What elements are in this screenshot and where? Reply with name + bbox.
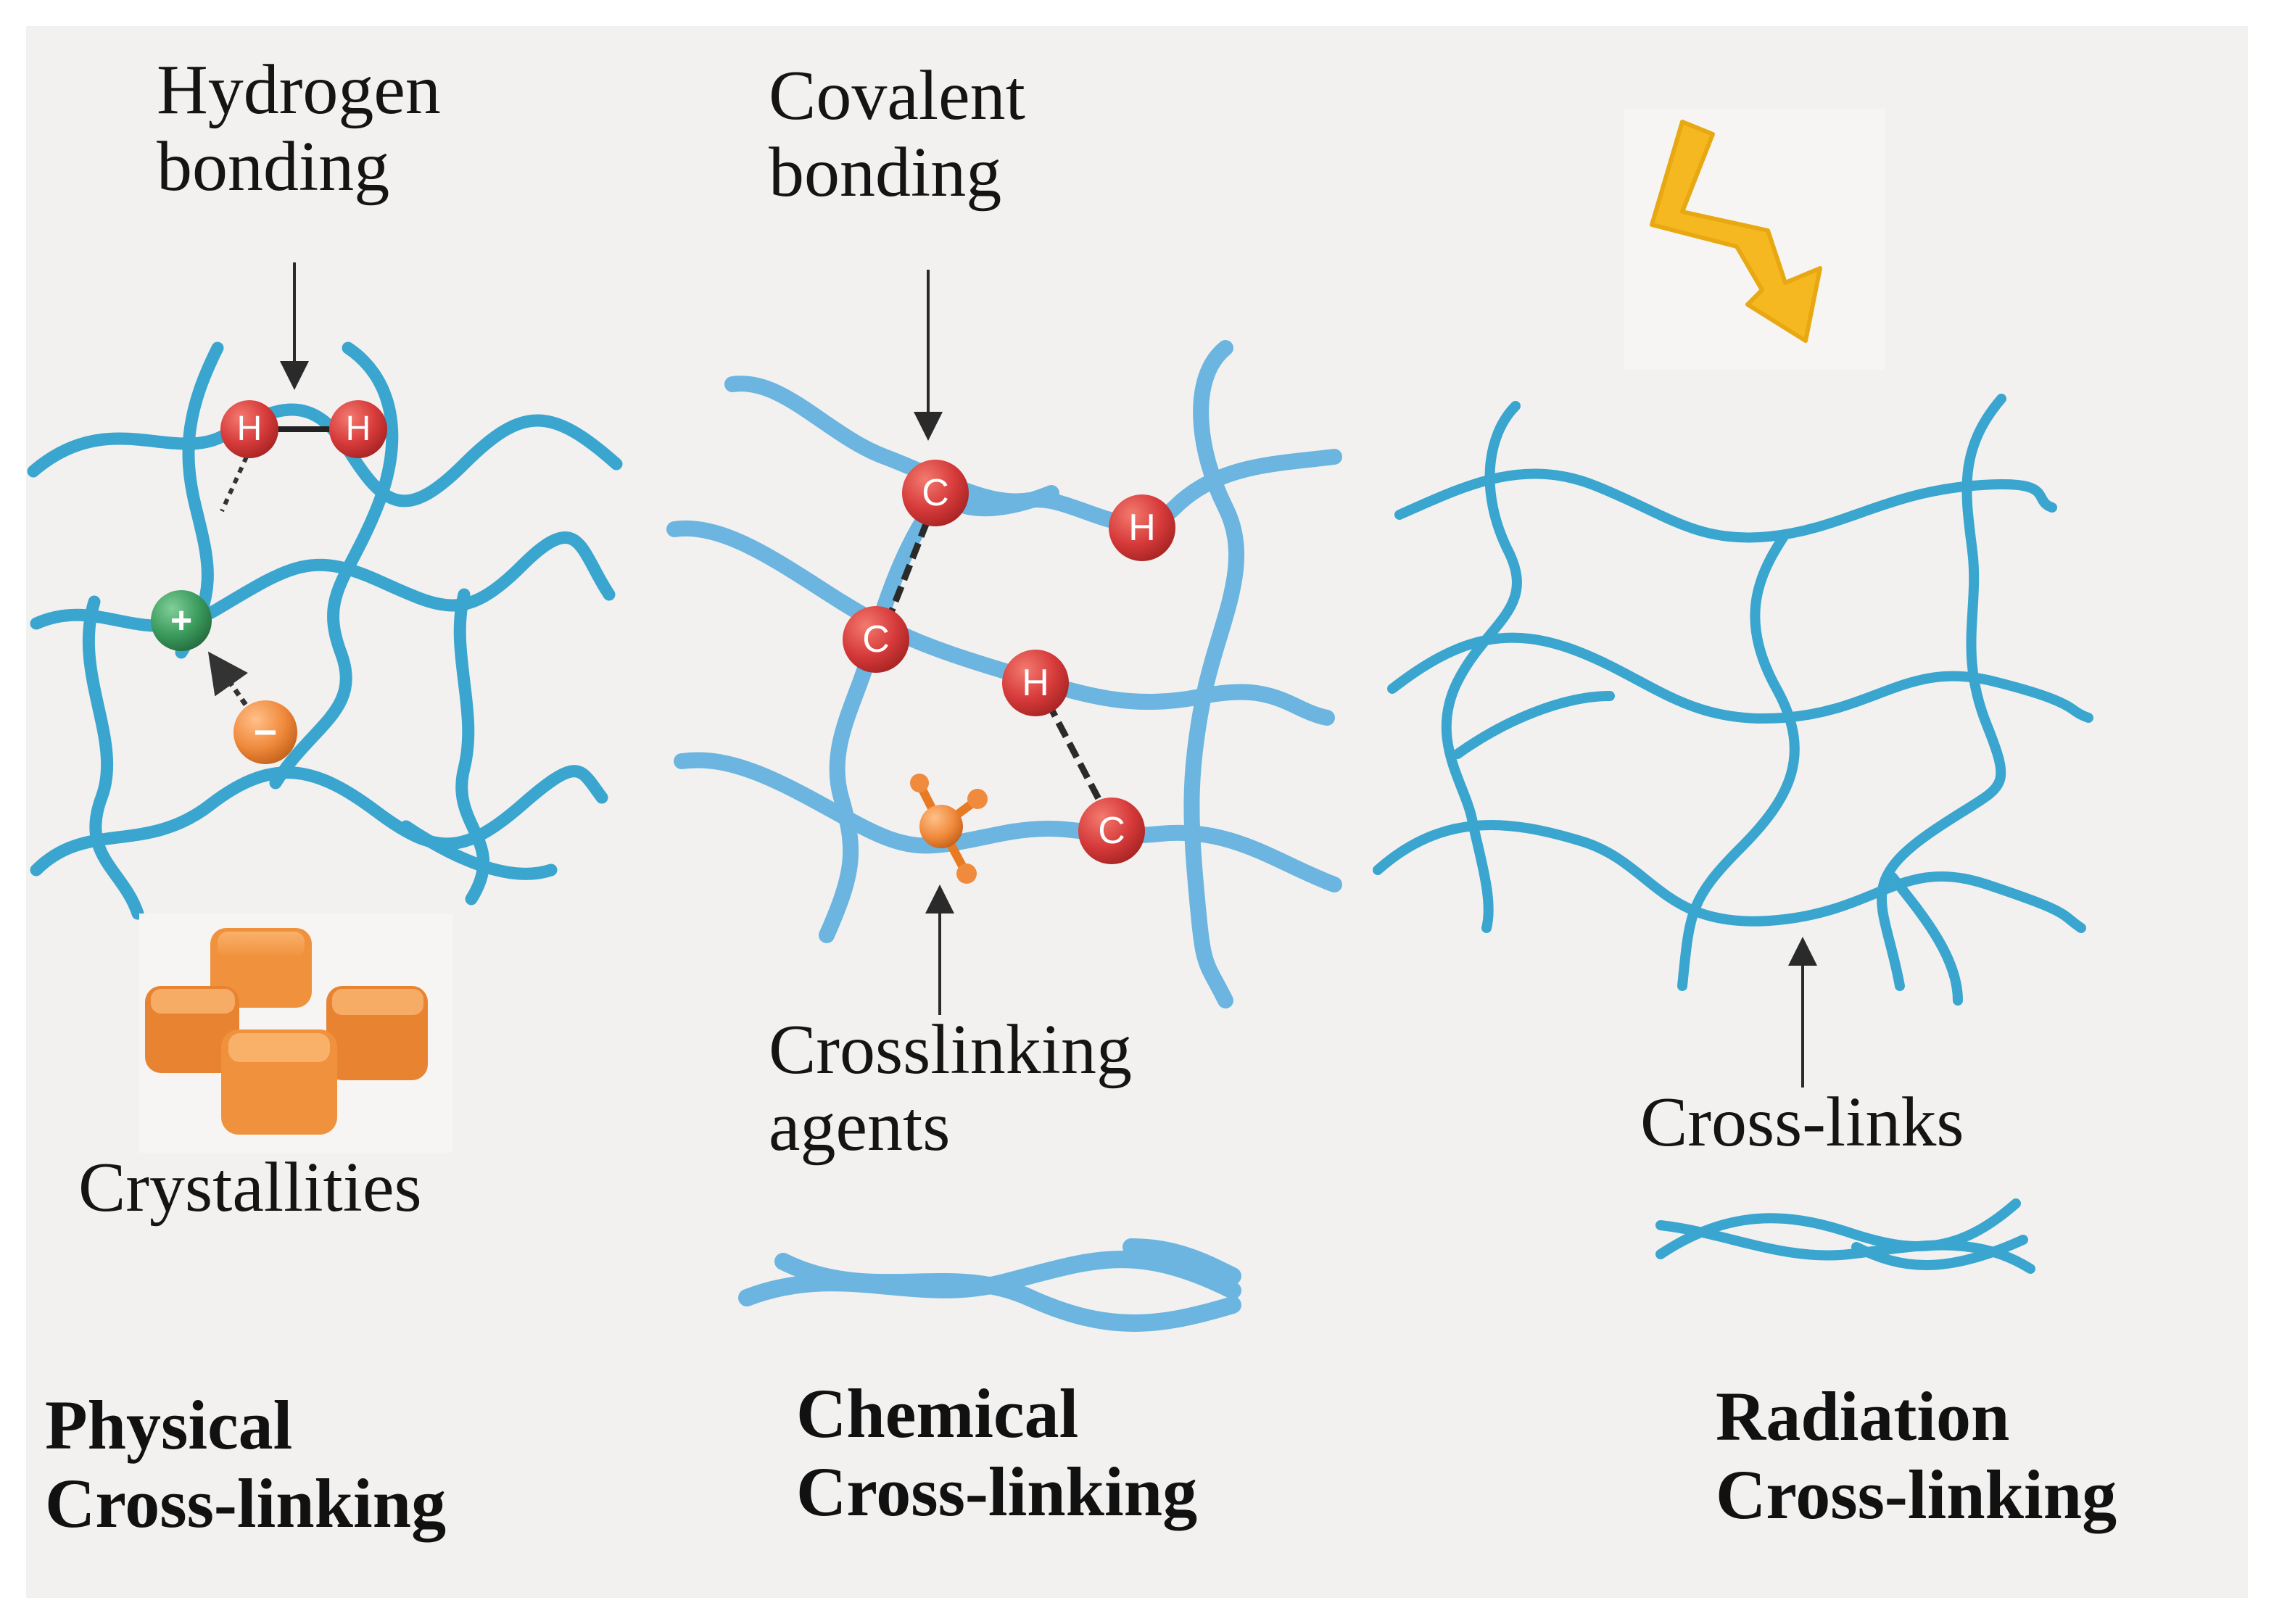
chemical-chain-4 (1183, 340, 1244, 1008)
crosslinking-agents-label: Crosslinking agents (769, 1011, 1132, 1166)
cation-bead (151, 590, 212, 651)
lightning-bolt-icon (1624, 109, 1885, 370)
physical-chain-5 (269, 341, 399, 790)
chemical-atom-c-3-label: C (1098, 810, 1125, 852)
anion-sign: − (253, 709, 278, 755)
hydrogen-atom-1-label: H (236, 410, 262, 448)
chemical-chain-5 (819, 485, 951, 943)
hydrogen-atom-2-label: H (345, 410, 371, 448)
chemical-atom-h-2 (1002, 650, 1069, 716)
radiation-chain-4 (1441, 401, 1522, 933)
anion-bead (233, 700, 297, 764)
cross-links-label: Cross-links (1640, 1083, 1964, 1161)
chemical-atom-h-2-label: H (1022, 662, 1049, 704)
radiation-chain-7 (1452, 691, 1615, 759)
hydrogen-to-chain-dots (220, 455, 249, 513)
physical-chain-2 (30, 531, 616, 632)
hydrogen-atom-1 (220, 400, 278, 458)
ionic-attraction-arrow (207, 651, 255, 716)
radiation-chain-1 (1394, 468, 2057, 543)
physical-cross-linking-title: Physical Cross-linking (45, 1386, 447, 1543)
chemical-atom-c-1 (902, 460, 969, 526)
crystal-cubes-icon (139, 914, 452, 1153)
chemical-atom-c-3 (1078, 798, 1145, 864)
chemical-atom-h-1-label: H (1128, 507, 1156, 549)
crystallities-label: Crystallities (78, 1148, 422, 1227)
chemical-atom-h-1 (1109, 494, 1175, 561)
hydrogen-bonding-label: Hydrogen bonding (157, 51, 441, 206)
radiation-network (1373, 394, 2093, 1006)
radiation-chain-3 (1373, 819, 2086, 933)
physical-chain-6 (453, 588, 490, 906)
chemical-atom-c-2 (843, 606, 909, 673)
physical-network (27, 341, 623, 920)
physical-chain-8 (400, 820, 558, 880)
covalent-bonding-label: Covalent bonding (769, 57, 1025, 212)
chemical-cross-linking-title: Chemical Cross-linking (796, 1375, 1198, 1531)
hydrogen-atom-2 (329, 400, 387, 458)
radiation-chain-8 (1888, 872, 1963, 1006)
radiation-cross-linking-title: Radiation Cross-linking (1716, 1378, 2117, 1534)
chemical-atom-c-2-label: C (862, 618, 890, 660)
physical-chain-3 (30, 765, 608, 877)
cation-sign: + (170, 600, 193, 642)
crosslinking-agent-molecule-icon (910, 774, 988, 884)
radiation-chain-2 (1387, 632, 2093, 724)
chemical-atom-c-1-label: C (922, 472, 949, 514)
radiation-entangled-strands (1655, 1198, 2035, 1274)
physical-chain-7 (82, 595, 144, 920)
radiation-chain-5 (1677, 531, 1800, 991)
radiation-chain-6 (1877, 394, 2006, 991)
physical-chain-1 (27, 403, 623, 508)
chemical-entangled-strands (738, 1238, 1241, 1332)
chemical-chain-3 (674, 752, 1342, 892)
